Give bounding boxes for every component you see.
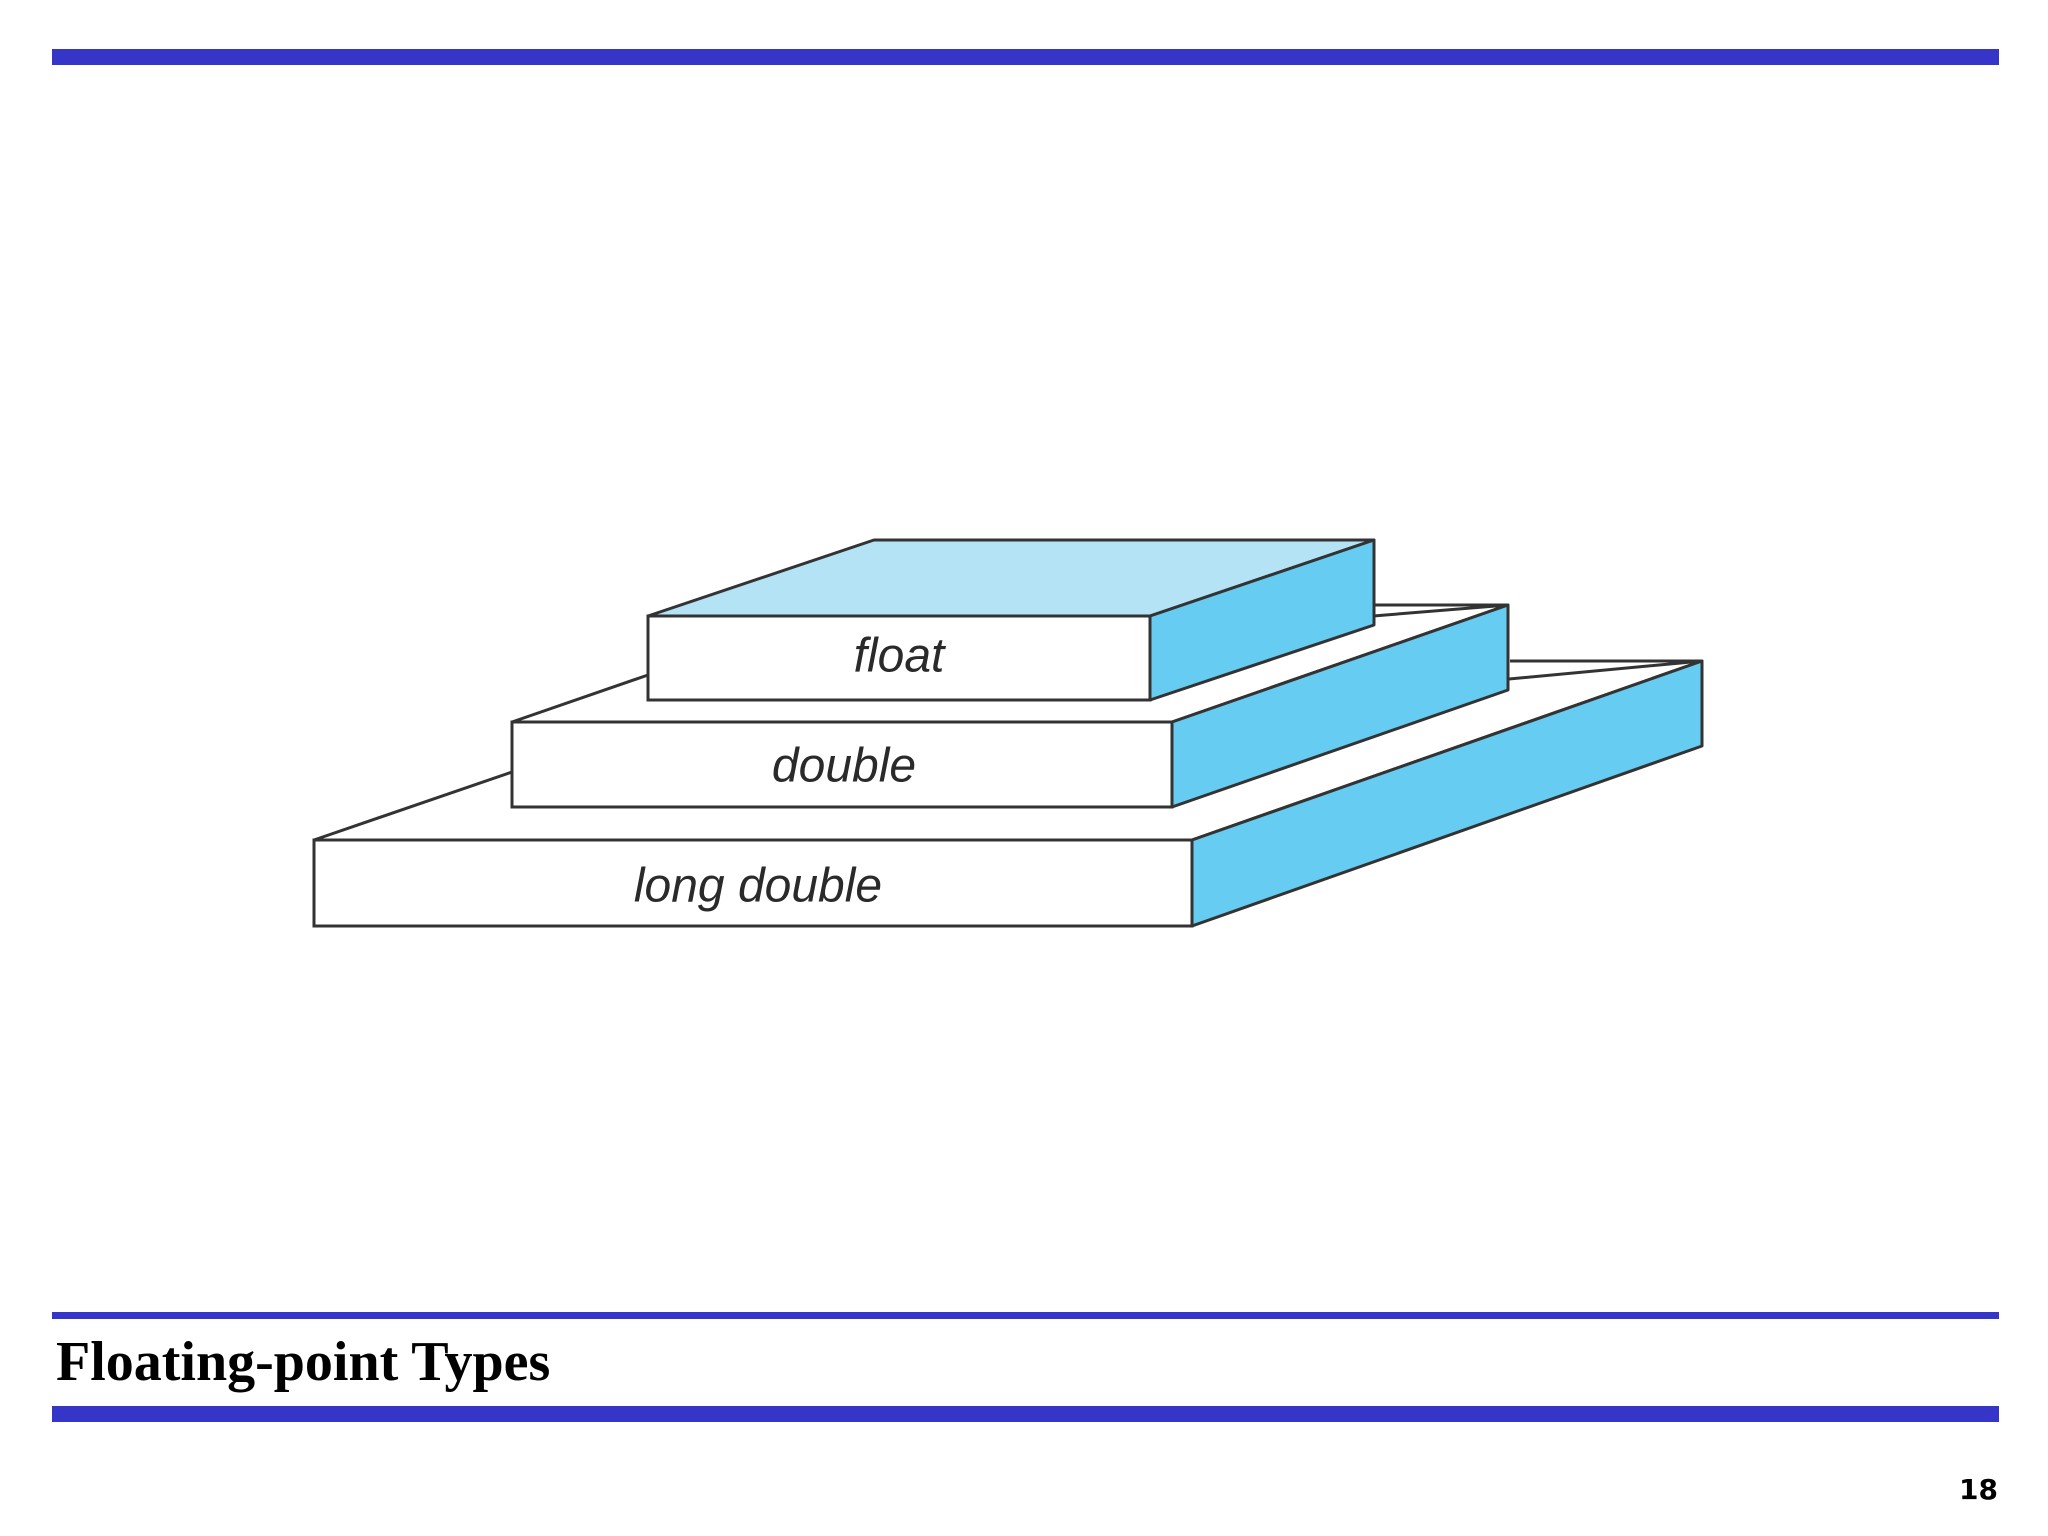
page-number: 18 (1959, 1473, 1998, 1506)
double-front-face (510, 720, 1174, 809)
block-float: float (646, 538, 1376, 702)
float-front-face (646, 614, 1152, 702)
float-label: float (854, 630, 946, 683)
long-double-front-face (312, 838, 1194, 928)
title-bottom-rule (52, 1406, 1999, 1422)
slide-title: Floating-point Types (56, 1331, 551, 1393)
long-double-label: long double (634, 860, 882, 913)
title-top-rule (52, 1312, 1999, 1319)
top-rule (52, 49, 1999, 65)
double-label: double (772, 740, 916, 793)
